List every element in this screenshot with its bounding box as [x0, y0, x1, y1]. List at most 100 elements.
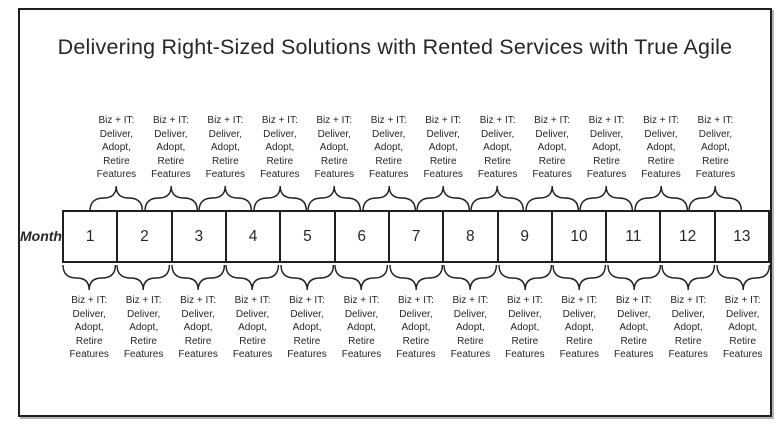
curly-brace-down-icon	[280, 265, 334, 291]
activity-line: Deliver,	[208, 128, 243, 140]
activity-line: Retire	[457, 335, 484, 347]
month-cell: 10	[550, 210, 608, 263]
curly-brace-down-icon	[443, 265, 498, 291]
activity-line: Biz + IT:	[207, 115, 244, 126]
activity-line: Adopt,	[483, 142, 513, 153]
activity-line: Adopt,	[183, 322, 213, 333]
curly-brace-up-icon	[634, 185, 688, 211]
activity-line: Adopt,	[347, 322, 376, 333]
activity-line: Features	[178, 349, 218, 360]
activity-line: Deliver,	[644, 128, 678, 140]
activity-line: Retire	[620, 335, 648, 347]
activity-line: Adopt,	[292, 322, 322, 333]
activity-line: Retire	[184, 335, 212, 347]
activity-line: Biz + IT:	[561, 295, 598, 306]
activity-line: Deliver,	[290, 308, 324, 320]
activity-line: Retire	[293, 335, 321, 347]
curly-brace-up-icon	[252, 185, 307, 211]
curly-brace-up-icon	[416, 185, 471, 211]
activity-line: Features	[96, 169, 137, 180]
activity-line: Deliver,	[235, 308, 270, 320]
activity-line: Deliver,	[426, 128, 460, 140]
activity-line: Deliver,	[726, 308, 760, 320]
activity-line: Adopt,	[537, 142, 567, 153]
activity-line: Features	[722, 349, 763, 360]
activity-line: Biz + IT:	[588, 115, 625, 126]
activity-line: Biz + IT:	[234, 295, 271, 306]
activity-line: Deliver,	[589, 128, 624, 140]
activity-line: Deliver,	[617, 308, 651, 320]
month-cell: 12	[659, 210, 716, 263]
activity-line: Biz + IT:	[98, 115, 135, 126]
activity-line: Features	[695, 169, 736, 180]
activity-line: Features	[641, 169, 681, 180]
activity-line: Features	[505, 349, 545, 360]
curly-brace-down-icon	[606, 265, 661, 291]
activity-line: Adopt,	[265, 142, 295, 153]
curly-brace-up-icon	[470, 185, 525, 211]
activity-line: Deliver,	[126, 308, 161, 320]
activity-line: Retire	[130, 335, 157, 347]
activity-line: Retire	[484, 155, 511, 167]
month-cell: 8	[442, 210, 499, 263]
activity-line: Adopt,	[701, 142, 730, 153]
activity-line: Retire	[157, 155, 185, 167]
activity-line: Retire	[729, 335, 757, 347]
activity-line: Biz + IT:	[398, 295, 434, 306]
activity-line: Features	[341, 349, 382, 360]
activity-line: Biz + IT:	[479, 115, 516, 126]
month-cell: 4	[224, 210, 282, 263]
activity-line: Biz + IT:	[724, 295, 761, 306]
activity-line: Retire	[511, 335, 539, 347]
activity-line: Adopt,	[210, 142, 240, 153]
activity-line: Features	[205, 169, 246, 180]
activity-line: Biz + IT:	[125, 295, 162, 306]
curly-brace-down-icon	[661, 265, 716, 291]
curly-brace-down-icon	[715, 265, 770, 291]
curly-brace-down-icon	[552, 265, 607, 291]
activity-line: Retire	[375, 155, 403, 167]
curly-brace-up-icon	[688, 185, 743, 211]
activity-line: Adopt,	[319, 142, 349, 153]
activity-line: Biz + IT:	[534, 115, 571, 126]
slide-title: Delivering Right-Sized Solutions with Re…	[57, 35, 733, 59]
activity-line: Features	[396, 349, 436, 360]
curly-brace-down-icon	[389, 265, 443, 291]
curly-brace-up-icon	[579, 185, 634, 211]
activity-line: Retire	[593, 155, 620, 167]
activity-line: Retire	[402, 335, 430, 347]
activity-line: Adopt,	[619, 322, 649, 333]
activity-line: Retire	[538, 155, 566, 167]
activity-line: Adopt,	[428, 142, 458, 153]
activity-line: Adopt,	[101, 142, 131, 153]
activity-line: Features	[614, 349, 654, 360]
activity-line: Biz + IT:	[152, 115, 189, 126]
curly-brace-down-icon	[225, 265, 280, 291]
